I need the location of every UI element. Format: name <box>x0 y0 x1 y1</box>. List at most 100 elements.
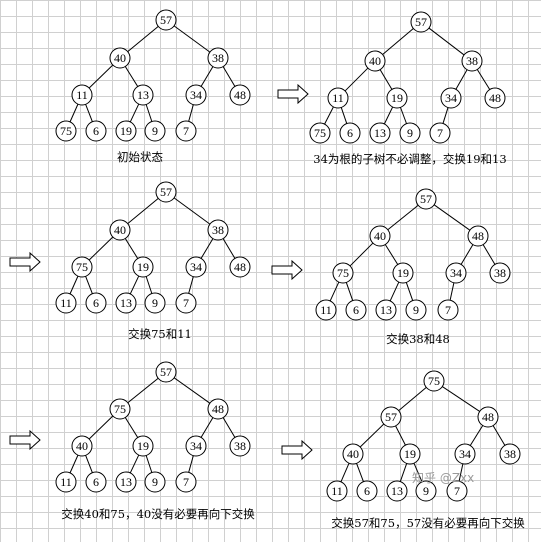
tree-edge <box>345 282 354 301</box>
heap-node: 38 <box>461 50 483 72</box>
heap-node: 75 <box>309 122 331 144</box>
panel-caption: 交换75和11 <box>128 327 192 341</box>
node-label: 13 <box>380 303 392 317</box>
node-label: 34 <box>445 91 457 105</box>
heap-node: 9 <box>144 120 166 142</box>
heap-node: 6 <box>345 299 367 321</box>
heap-node: 11 <box>315 299 337 321</box>
node-circle <box>386 87 408 109</box>
node-circle <box>386 480 408 502</box>
panel-caption: 34为根的子树不必调整，交换19和13 <box>313 152 506 166</box>
node-circle <box>380 406 402 428</box>
heap-node: 34 <box>185 84 207 106</box>
heap-node: 38 <box>499 443 521 465</box>
node-label: 38 <box>212 51 224 65</box>
node-label: 11 <box>320 303 332 317</box>
node-label: 11 <box>60 475 72 489</box>
heap-node: 48 <box>207 398 229 420</box>
tree-edge <box>69 103 79 123</box>
node-label: 40 <box>114 51 126 65</box>
node-circle <box>185 84 207 106</box>
node-label: 13 <box>374 126 386 140</box>
node-label: 75 <box>114 402 126 416</box>
tree-edge <box>188 276 194 294</box>
node-circle <box>326 480 348 502</box>
node-circle <box>115 292 137 314</box>
node-circle <box>175 292 197 314</box>
node-circle <box>229 256 251 278</box>
node-circle <box>132 84 154 106</box>
heap-node: 57 <box>155 9 177 31</box>
tree-edge <box>442 107 449 124</box>
heap-node: 19 <box>386 87 408 109</box>
tree-edge <box>399 463 408 482</box>
heap-node: 13 <box>369 122 391 144</box>
node-label: 6 <box>364 484 370 498</box>
node-label: 38 <box>466 54 478 68</box>
node-label: 7 <box>183 124 189 138</box>
tree-edge <box>129 275 140 295</box>
tree-edge <box>382 28 414 55</box>
node-label: 75 <box>337 266 349 280</box>
node-label: 6 <box>93 124 99 138</box>
node-label: 75 <box>76 260 88 274</box>
heap-node: 48 <box>484 87 506 109</box>
heap-node: 34 <box>454 443 476 465</box>
node-circle <box>484 87 506 109</box>
node-label: 48 <box>234 260 246 274</box>
tree-edge <box>222 66 236 87</box>
node-label: 75 <box>314 126 326 140</box>
node-circle <box>364 50 386 72</box>
heap-node: 6 <box>356 480 378 502</box>
node-label: 57 <box>160 185 172 199</box>
tree-edge <box>387 204 419 231</box>
heap-node: 9 <box>415 480 437 502</box>
node-circle <box>115 471 137 493</box>
node-circle <box>477 406 499 428</box>
tree-edge <box>384 244 399 265</box>
node-label: 6 <box>93 475 99 489</box>
tree-edge <box>460 244 474 265</box>
node-label: 6 <box>353 303 359 317</box>
tree-edge <box>476 69 491 90</box>
tree-edge <box>340 462 350 483</box>
node-circle <box>144 471 166 493</box>
node-label: 34 <box>190 260 202 274</box>
node-circle <box>446 480 468 502</box>
heap-node: 6 <box>85 471 107 493</box>
node-circle <box>229 435 251 457</box>
node-circle <box>410 11 432 33</box>
node-label: 75 <box>428 374 440 388</box>
node-label: 19 <box>397 266 409 280</box>
heap-node: 38 <box>229 435 251 457</box>
node-circle <box>144 120 166 142</box>
node-circle <box>115 120 137 142</box>
heap-node: 9 <box>399 122 421 144</box>
node-label: 9 <box>423 484 429 498</box>
node-label: 34 <box>190 439 202 453</box>
panel-caption: 交换38和48 <box>386 332 450 346</box>
node-label: 38 <box>212 223 224 237</box>
heap-node: 19 <box>115 120 137 142</box>
node-circle <box>423 370 445 392</box>
node-label: 9 <box>407 126 413 140</box>
node-circle <box>155 361 177 383</box>
node-circle <box>175 120 197 142</box>
node-circle <box>489 262 511 284</box>
tree-edge <box>200 417 214 438</box>
node-label: 40 <box>76 439 88 453</box>
node-circle <box>399 122 421 144</box>
node-circle <box>109 219 131 241</box>
node-circle <box>415 480 437 502</box>
heap-node: 7 <box>175 471 197 493</box>
node-circle <box>445 262 467 284</box>
tree-edge <box>428 27 465 56</box>
heap-node: 11 <box>327 87 349 109</box>
step-arrow-1 <box>277 83 309 105</box>
tree-edge <box>379 69 393 90</box>
heap-node: 13 <box>386 480 408 502</box>
node-label: 48 <box>482 410 494 424</box>
step-arrow-3 <box>271 259 303 281</box>
heap-node: 19 <box>399 443 421 465</box>
